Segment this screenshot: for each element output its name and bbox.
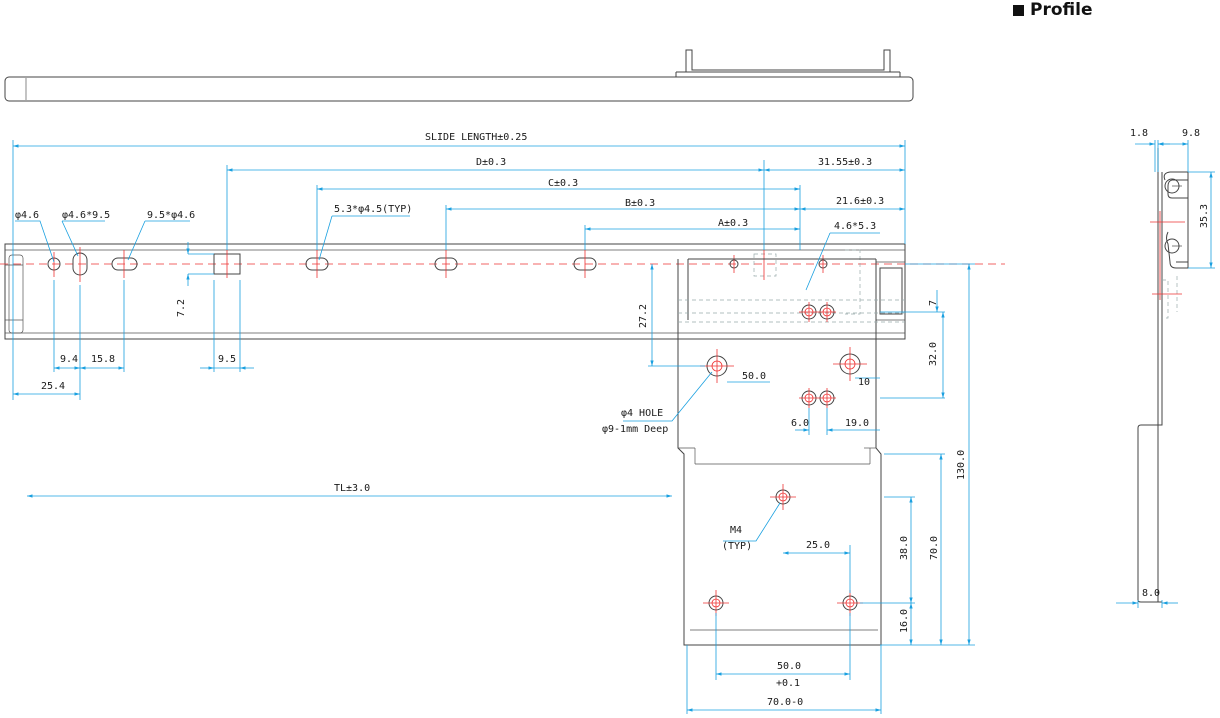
dim-b: B±0.3 bbox=[625, 198, 655, 209]
dim-70-0-vertical: 70.0 bbox=[929, 536, 940, 560]
dim-c: C±0.3 bbox=[548, 178, 578, 189]
profile-dim-1-8: 1.8 bbox=[1130, 128, 1148, 139]
dim-phi-4-6: φ4.6 bbox=[15, 210, 39, 221]
dim-15-8: 15.8 bbox=[91, 354, 115, 365]
dim-phi-4-6x9-5: φ4.6*9.5 bbox=[62, 210, 110, 221]
dim-27-2: 27.2 bbox=[638, 304, 649, 328]
dim-31-55: 31.55±0.3 bbox=[818, 157, 872, 168]
square-bullet-icon bbox=[1013, 4, 1024, 16]
front-view-rail bbox=[0, 243, 1005, 340]
top-view-bracket bbox=[685, 49, 891, 72]
end-latch bbox=[879, 267, 903, 315]
dim-7: 7 bbox=[928, 300, 939, 306]
profile-dim-9-8: 9.8 bbox=[1182, 128, 1200, 139]
dim-9-5-phi-4-6: 9.5*φ4.6 bbox=[147, 210, 195, 221]
dim-38-0: 38.0 bbox=[899, 536, 910, 560]
dim-50-0-lower: 50.0 bbox=[777, 661, 801, 672]
dim-70-0-horizontal: 70.0-0 bbox=[767, 697, 803, 708]
dimensions: SLIDE LENGTH±0.25 D±0.3 31.55±0.3 C±0.3 … bbox=[12, 132, 975, 714]
dim-tl: TL±3.0 bbox=[334, 483, 370, 494]
dim-21-6: 21.6±0.3 bbox=[836, 196, 884, 207]
dim-m4: M4 bbox=[730, 525, 742, 536]
dim-a: A±0.3 bbox=[718, 218, 748, 229]
profile-dim-35-3: 35.3 bbox=[1199, 204, 1210, 228]
dim-phi9-deep: φ9-1mm Deep bbox=[602, 424, 668, 435]
mounting-plate bbox=[677, 258, 905, 646]
dim-slide-length: SLIDE LENGTH±0.25 bbox=[425, 132, 527, 143]
profile-heading-text: Profile bbox=[1030, 0, 1093, 20]
dim-6-0: 6.0 bbox=[791, 418, 809, 429]
dim-25-4: 25.4 bbox=[41, 381, 65, 392]
dim-19-0: 19.0 bbox=[845, 418, 869, 429]
dim-9-5: 9.5 bbox=[218, 354, 236, 365]
dim-d: D±0.3 bbox=[476, 157, 506, 168]
dim-32-0: 32.0 bbox=[928, 342, 939, 366]
rail-end-stop bbox=[8, 254, 24, 334]
dim-130-0: 130.0 bbox=[956, 450, 967, 480]
dim-16-0: 16.0 bbox=[899, 609, 910, 633]
dim-25-0: 25.0 bbox=[806, 540, 830, 551]
dim-10: 10 bbox=[858, 377, 870, 388]
dim-7-2: 7.2 bbox=[176, 299, 187, 317]
profile-heading: Profile bbox=[1013, 0, 1092, 20]
dim-4-6x5-3: 4.6*5.3 bbox=[834, 221, 876, 232]
dim-typ-hole: 5.3*φ4.5(TYP) bbox=[334, 204, 412, 215]
profile-section-view: 1.8 9.8 35.3 8.0 bbox=[1116, 128, 1215, 608]
dim-phi4-hole: φ4 HOLE bbox=[621, 408, 663, 419]
dim-50-0-upper: 50.0 bbox=[742, 371, 766, 382]
slot-horizontal bbox=[111, 257, 138, 271]
dim-tol-0-1: +0.1 bbox=[776, 678, 800, 689]
top-view-rail bbox=[4, 76, 914, 102]
top-view bbox=[4, 49, 914, 102]
dim-9-4: 9.4 bbox=[60, 354, 78, 365]
dim-m4-typ: (TYP) bbox=[722, 541, 752, 552]
profile-dim-8-0: 8.0 bbox=[1142, 588, 1160, 599]
